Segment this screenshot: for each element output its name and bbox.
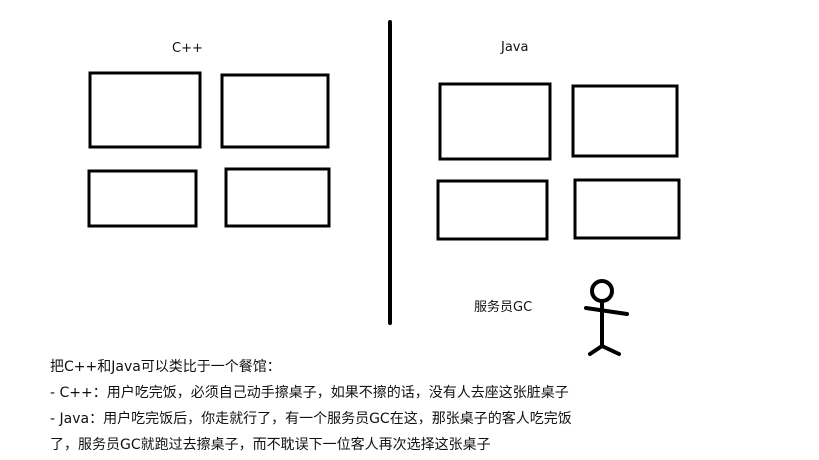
java-table-4 (573, 178, 681, 240)
caption-line-4: 了，服务员GC就跑过去擦桌子，而不耽误下一位客人再次选择这张桌子 (50, 437, 491, 453)
java-table-2 (571, 84, 679, 158)
cpp-table-1 (88, 71, 202, 149)
caption-line-2: - C++：用户吃完饭，必须自己动手擦桌子，如果不擦的话，没有人去座这张脏桌子 (50, 385, 569, 401)
waiter-stick-figure-icon (584, 279, 629, 356)
caption-line-1: 把C++和Java可以类比于一个餐馆： (50, 359, 281, 375)
cpp-table-3 (87, 169, 198, 228)
cpp-table-4 (224, 167, 331, 228)
caption-line-3: - Java：用户吃完饭后，你走就行了，有一个服务员GC在这，那张桌子的客人吃完… (50, 411, 572, 427)
caption-text: 把C++和Java可以类比于一个餐馆： - C++：用户吃完饭，必须自己动手擦桌… (50, 354, 572, 458)
cpp-table-2 (220, 73, 330, 149)
java-table-1 (438, 82, 552, 161)
java-title: Java (501, 40, 529, 55)
waiter-label: 服务员GC (474, 300, 533, 315)
java-table-3 (436, 179, 549, 241)
cpp-title: C++ (172, 41, 203, 56)
